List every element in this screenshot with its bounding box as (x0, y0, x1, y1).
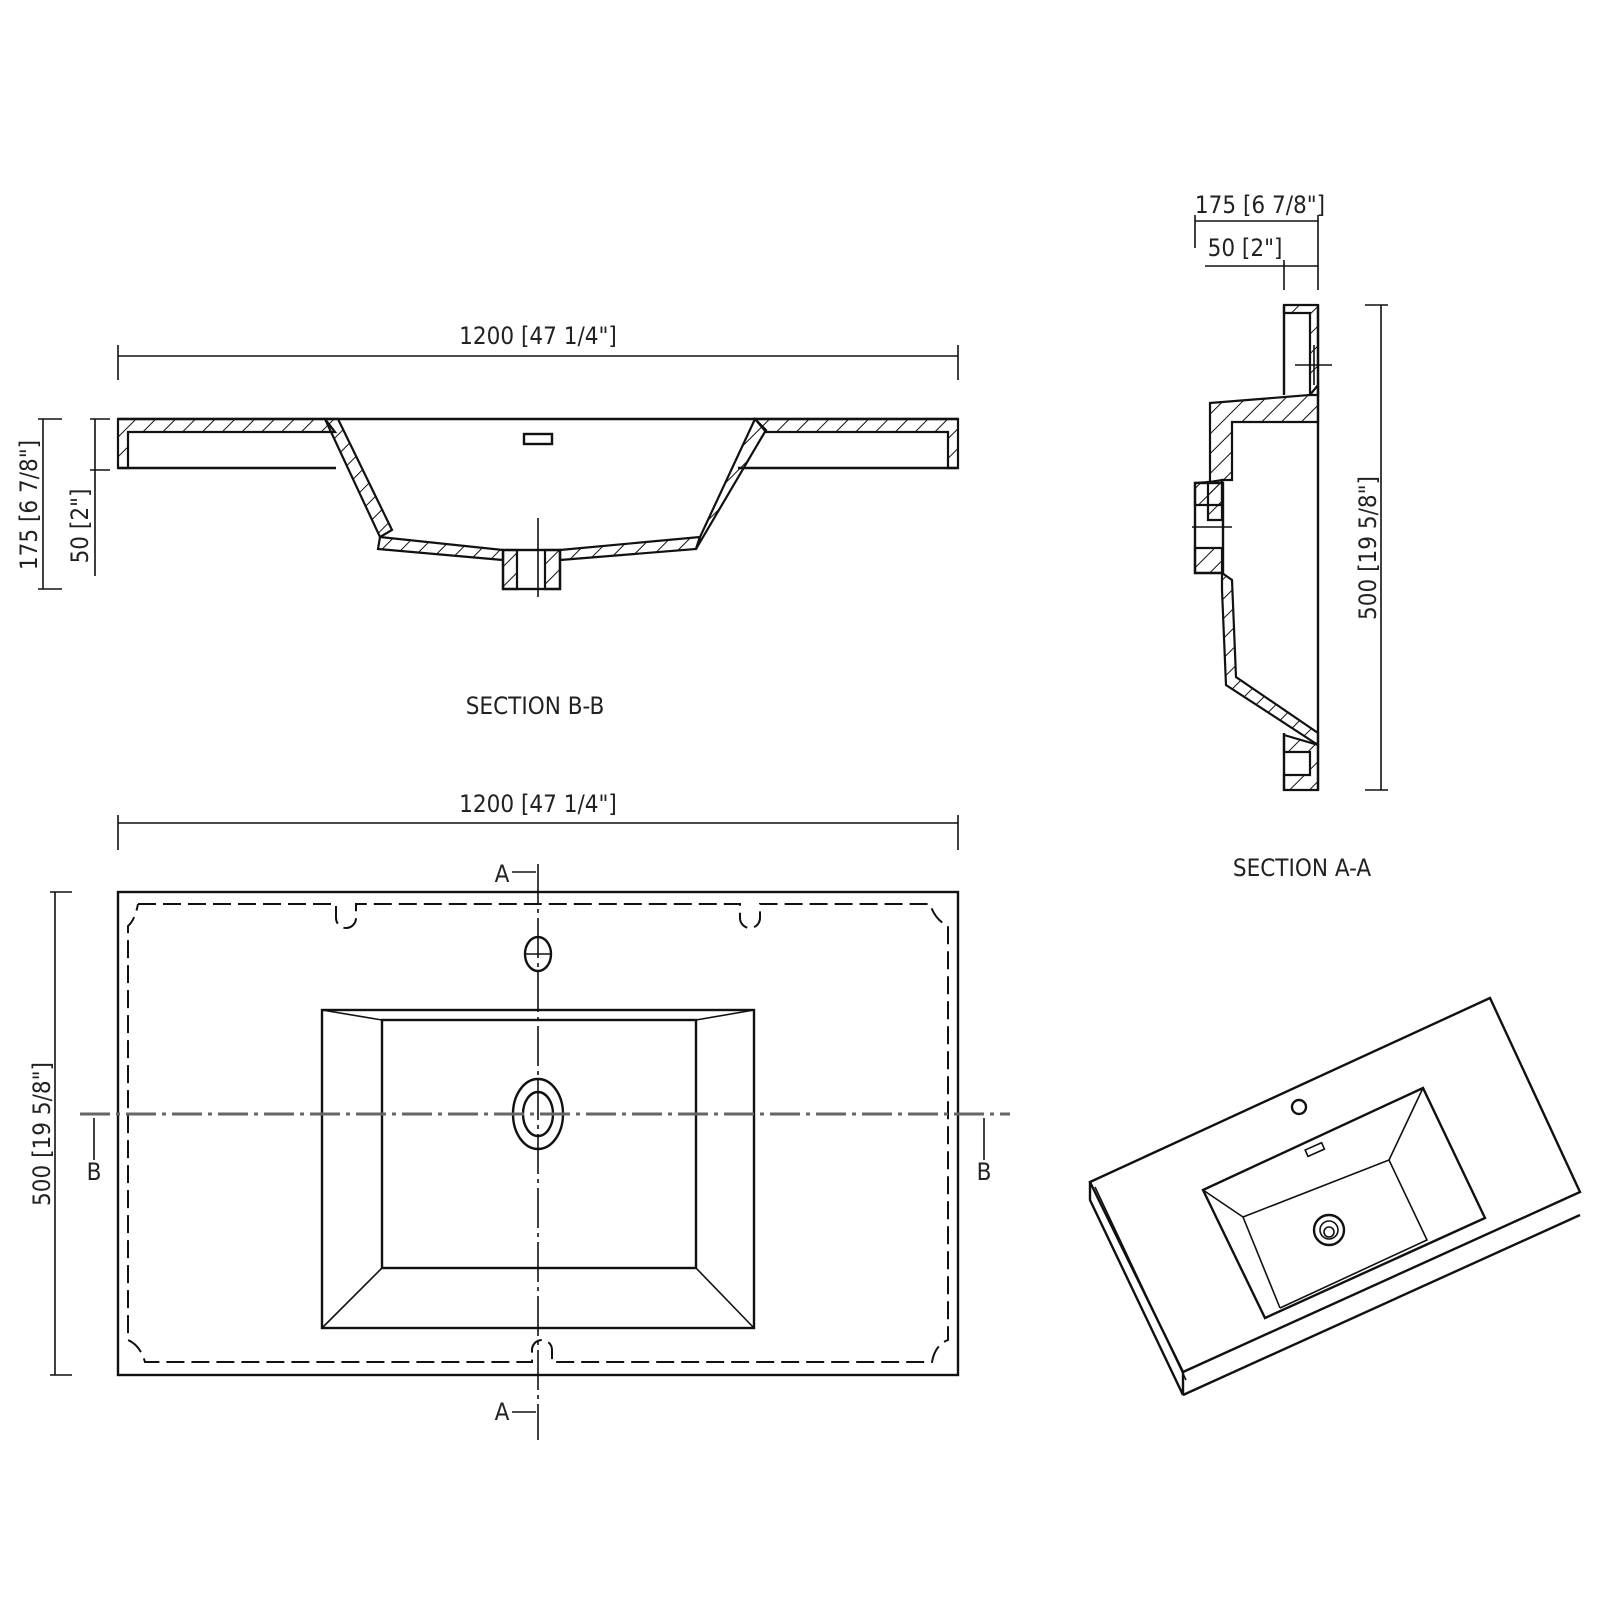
section-bb-view: 1200 [47 1/4"] 175 [6 7/8"] 50 [2"] (15, 322, 960, 720)
plan-section-marker-b-left: B (87, 1158, 102, 1186)
section-aa-rim-depth-dim: 50 [2"] (1208, 234, 1283, 262)
plan-view: 1200 [47 1/4"] 500 [19 5/8"] A A B (28, 790, 1010, 1440)
section-aa-view: 175 [6 7/8"] 50 [2"] 500 [19 5/8"] SECTI… (1192, 191, 1388, 882)
plan-width-dim: 1200 [47 1/4"] (459, 790, 617, 818)
section-aa-length-dim: 500 [19 5/8"] (1354, 476, 1382, 620)
section-bb-rim-height-dim: 50 [2"] (66, 489, 94, 564)
section-bb-width-dim: 1200 [47 1/4"] (459, 322, 617, 350)
plan-section-marker-a-top: A (495, 860, 510, 888)
plan-section-marker-a-bottom: A (495, 1398, 510, 1426)
plan-depth-dim: 500 [19 5/8"] (28, 1062, 56, 1206)
section-aa-title: SECTION A-A (1233, 854, 1371, 882)
section-bb-total-height-dim: 175 [6 7/8"] (15, 440, 43, 570)
plan-section-marker-b-right: B (977, 1158, 992, 1186)
isometric-view (1088, 996, 1582, 1397)
section-bb-title: SECTION B-B (466, 692, 605, 720)
section-aa-total-depth-dim: 175 [6 7/8"] (1195, 191, 1325, 219)
